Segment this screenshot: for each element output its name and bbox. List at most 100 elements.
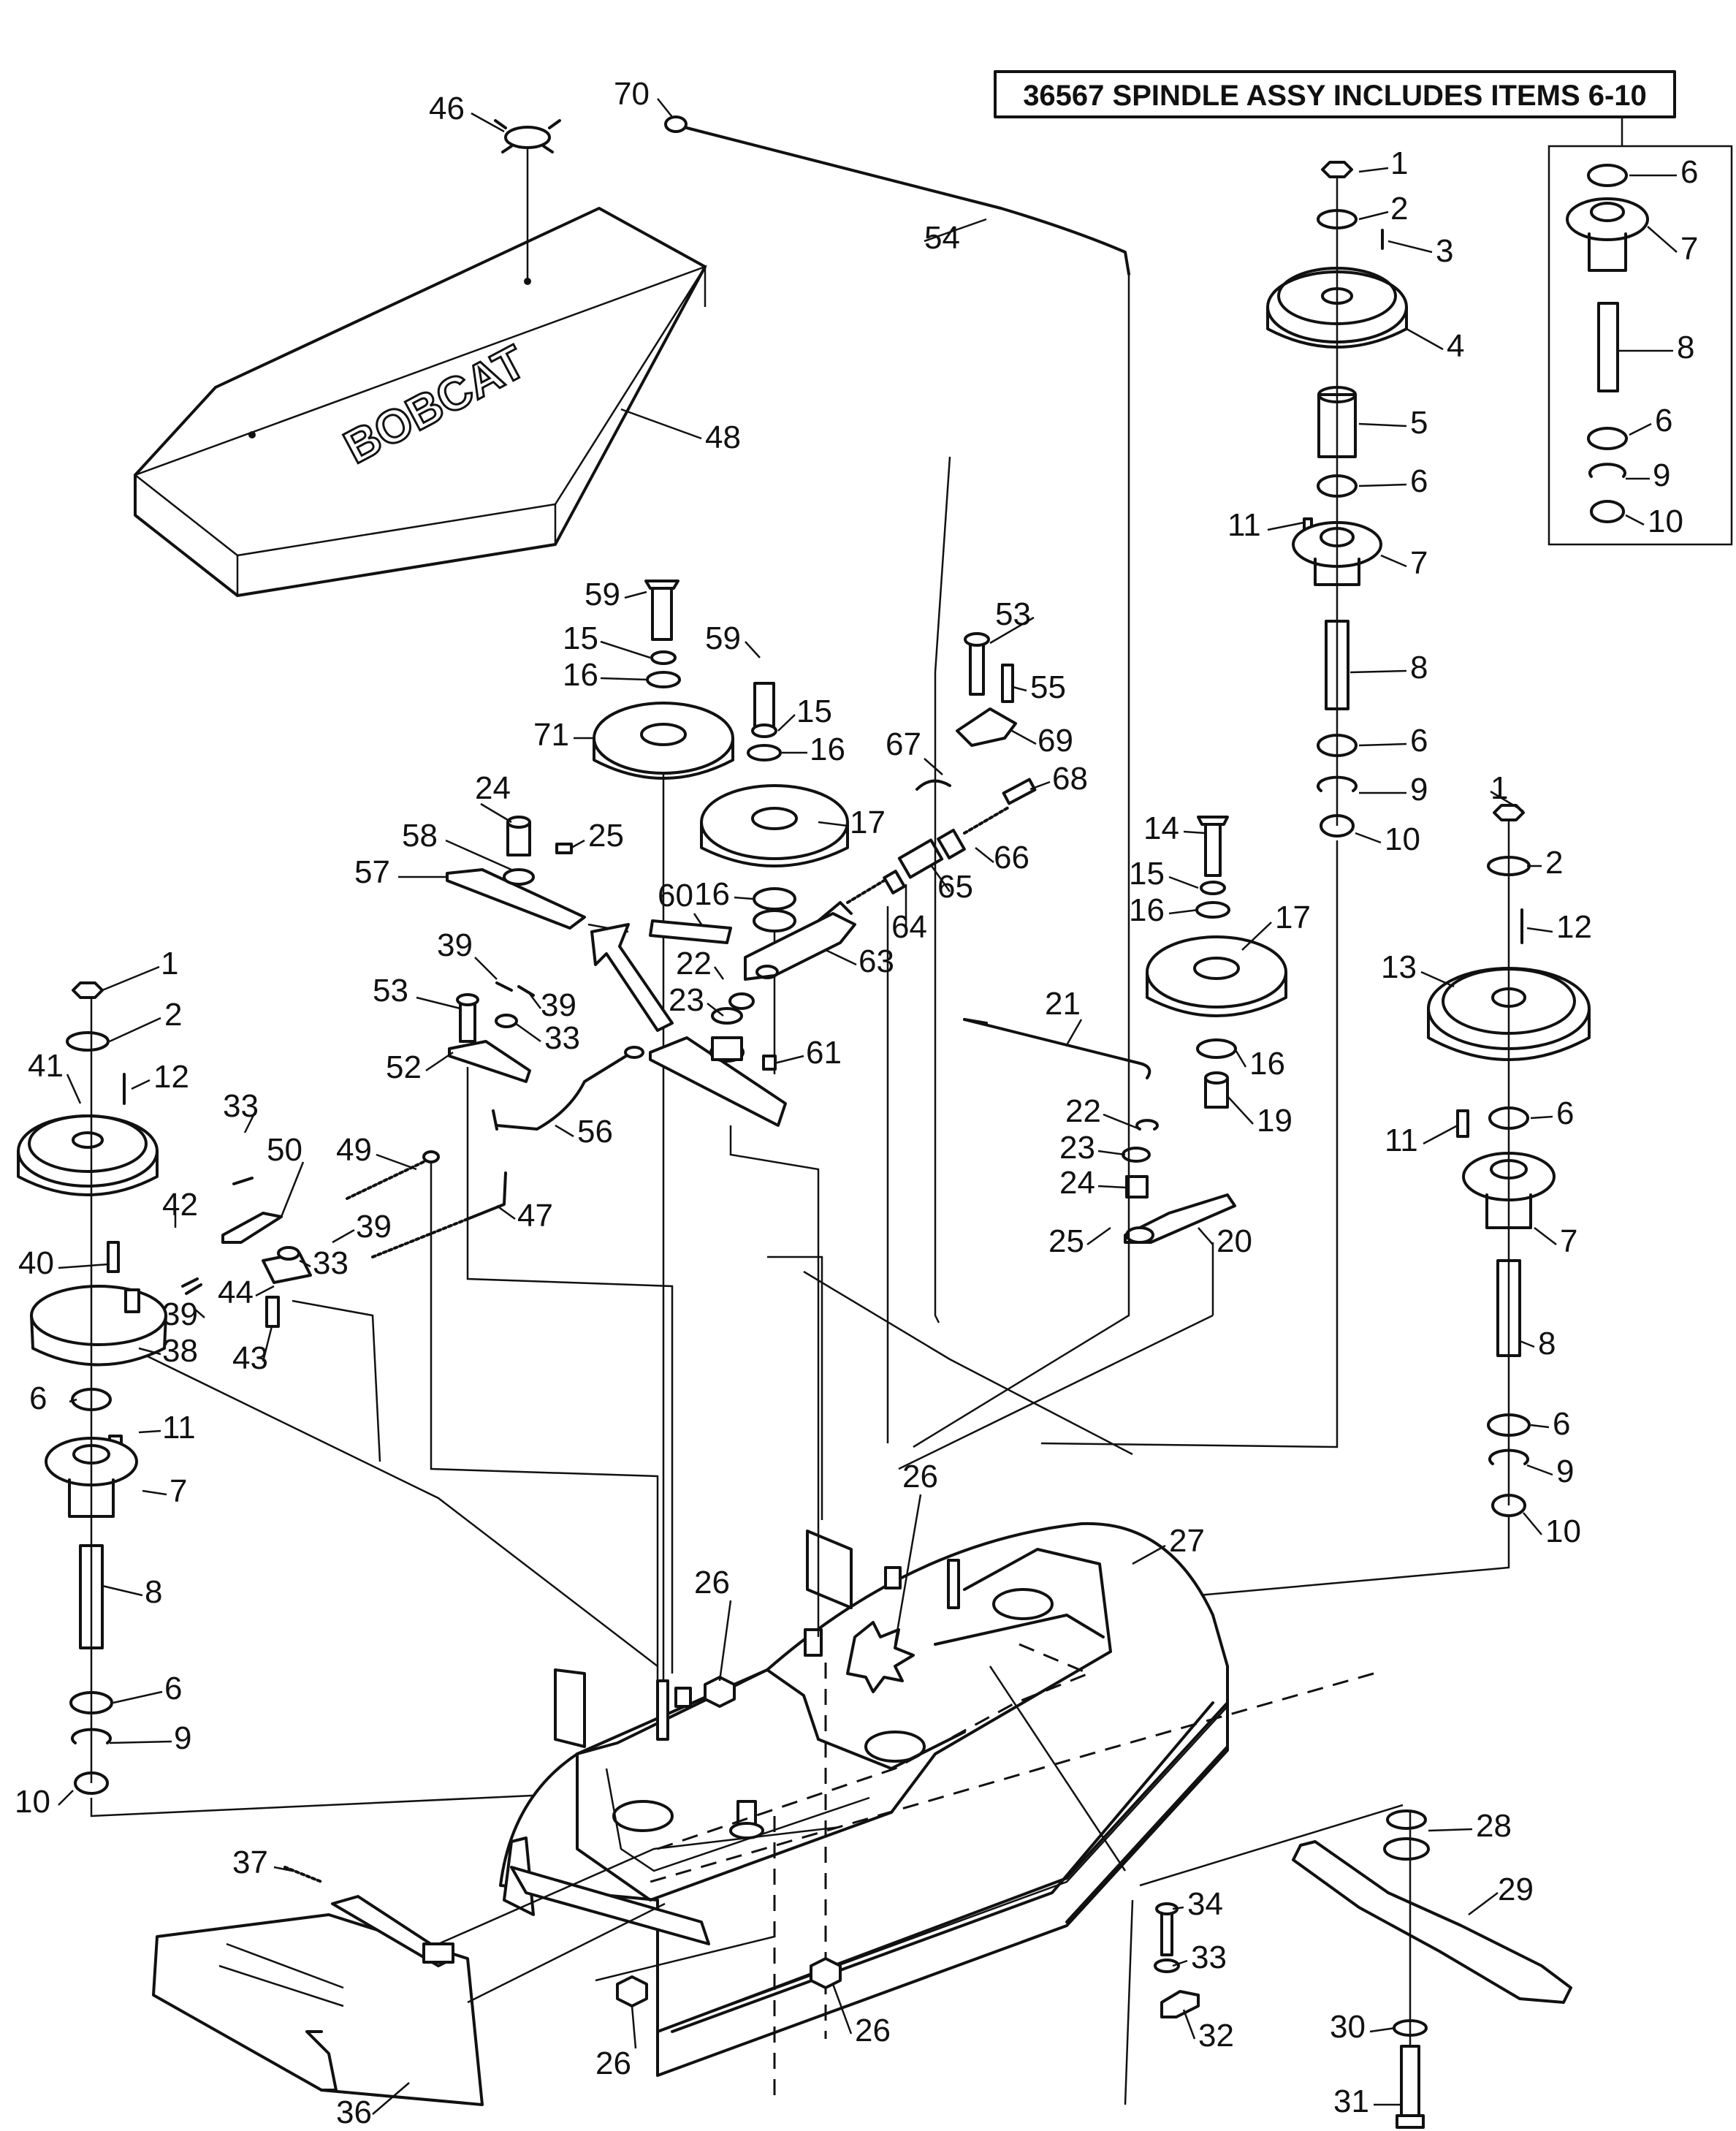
callout-17: 17 <box>850 805 886 840</box>
callout-6: 6 <box>1680 154 1698 190</box>
callout-53: 53 <box>995 596 1031 632</box>
callout-10: 10 <box>15 1784 50 1820</box>
callout-26: 26 <box>855 2013 891 2048</box>
callout-40: 40 <box>18 1245 54 1281</box>
callout-64: 64 <box>891 909 927 945</box>
callout-60: 60 <box>658 878 693 913</box>
mounting-plate <box>649 992 787 1127</box>
callout-46: 46 <box>429 91 465 126</box>
hardware-34-33-32 <box>1154 1902 1200 2018</box>
mower-deck-27 <box>499 1522 1374 2097</box>
callout-48: 48 <box>705 419 741 455</box>
callout-33: 33 <box>223 1088 259 1124</box>
right-spindle-top <box>1040 161 1408 1448</box>
callout-66: 66 <box>994 840 1029 875</box>
callout-1: 1 <box>1390 145 1408 181</box>
callout-26: 26 <box>694 1565 730 1600</box>
callout-63: 63 <box>859 943 894 979</box>
callout-49: 49 <box>336 1132 372 1168</box>
callout-9: 9 <box>1653 457 1670 493</box>
spindle-assy-note: 36567 SPINDLE ASSY INCLUDES ITEMS 6-10 <box>994 70 1733 546</box>
callout-42: 42 <box>162 1187 198 1223</box>
tension-rod-part-54 <box>664 115 1130 673</box>
callout-58: 58 <box>402 818 438 854</box>
callout-28: 28 <box>1476 1808 1512 1844</box>
direction-arrow <box>590 923 674 1032</box>
idler-pulley-17b <box>1122 816 1287 1315</box>
callout-25: 25 <box>588 818 624 854</box>
callout-67: 67 <box>886 726 921 762</box>
right-spindle-lower <box>1059 804 1591 1609</box>
idler-pulley-71 <box>593 580 734 1754</box>
spindle-assy-detail <box>1566 164 1649 523</box>
callout-13: 13 <box>1381 949 1417 985</box>
callout-6: 6 <box>1556 1095 1574 1131</box>
callout-6: 6 <box>1553 1406 1570 1442</box>
callout-8: 8 <box>1410 650 1428 685</box>
callout-10: 10 <box>1648 504 1683 539</box>
spring-and-rods <box>181 1150 507 1328</box>
callout-labels: 46 70 54 48 1 2 3 4 5 6 11 7 8 6 9 10 6 … <box>15 76 1698 2130</box>
callout-1: 1 <box>161 946 178 981</box>
callout-55: 55 <box>1030 669 1066 705</box>
callout-6: 6 <box>1410 723 1428 759</box>
callout-65: 65 <box>937 869 973 905</box>
callout-15: 15 <box>796 694 832 729</box>
callout-43: 43 <box>232 1340 268 1376</box>
callout-11: 11 <box>162 1410 196 1446</box>
callout-22: 22 <box>1065 1093 1101 1129</box>
callout-71: 71 <box>533 717 569 753</box>
callout-7: 7 <box>1560 1223 1577 1259</box>
callout-39: 39 <box>162 1296 198 1332</box>
callout-39: 39 <box>437 927 473 963</box>
callout-21: 21 <box>1045 986 1081 1022</box>
callout-61: 61 <box>806 1035 842 1071</box>
callout-15: 15 <box>563 620 598 656</box>
bracket-57 <box>446 816 629 933</box>
callout-2: 2 <box>1545 845 1563 881</box>
callout-38: 38 <box>162 1333 198 1369</box>
discharge-chute-36 <box>152 1866 484 2106</box>
callout-9: 9 <box>174 1720 191 1756</box>
callout-8: 8 <box>1538 1326 1556 1361</box>
callout-32: 32 <box>1198 2018 1234 2054</box>
callout-7: 7 <box>1680 231 1698 267</box>
callout-8: 8 <box>1677 330 1694 365</box>
callout-24: 24 <box>1059 1165 1095 1201</box>
callout-27: 27 <box>1169 1523 1205 1559</box>
callout-44: 44 <box>218 1275 254 1310</box>
callout-36: 36 <box>336 2094 372 2130</box>
callout-33: 33 <box>1191 1940 1227 1975</box>
idler-pulley-17 <box>700 682 889 1443</box>
callout-57: 57 <box>354 854 390 890</box>
callout-16: 16 <box>1129 892 1165 928</box>
callout-33: 33 <box>313 1245 349 1281</box>
callout-17: 17 <box>1275 900 1311 935</box>
callout-5: 5 <box>1410 405 1428 441</box>
callout-25: 25 <box>1048 1223 1084 1259</box>
callout-22: 22 <box>676 946 712 981</box>
callout-26: 26 <box>902 1459 938 1494</box>
callout-12: 12 <box>1556 909 1592 945</box>
leader-lines <box>58 98 1678 2115</box>
bracket-69 <box>956 632 1017 747</box>
callout-69: 69 <box>1038 723 1073 759</box>
callout-56: 56 <box>577 1114 613 1150</box>
callout-7: 7 <box>1410 545 1428 581</box>
callout-26: 26 <box>595 2045 631 2081</box>
callout-9: 9 <box>1410 772 1428 808</box>
callout-29: 29 <box>1498 1872 1534 1907</box>
callout-19: 19 <box>1257 1103 1293 1139</box>
callout-39: 39 <box>541 987 576 1023</box>
callout-6: 6 <box>1410 463 1428 499</box>
callout-12: 12 <box>153 1059 189 1095</box>
callout-52: 52 <box>386 1049 422 1085</box>
callout-16: 16 <box>1249 1046 1285 1082</box>
callout-2: 2 <box>164 997 182 1033</box>
callout-8: 8 <box>145 1574 162 1610</box>
callout-15: 15 <box>1129 856 1165 892</box>
callout-11: 11 <box>1227 507 1261 543</box>
left-spindle <box>17 981 644 1817</box>
callout-34: 34 <box>1187 1886 1223 1922</box>
callout-11: 11 <box>1385 1123 1418 1158</box>
